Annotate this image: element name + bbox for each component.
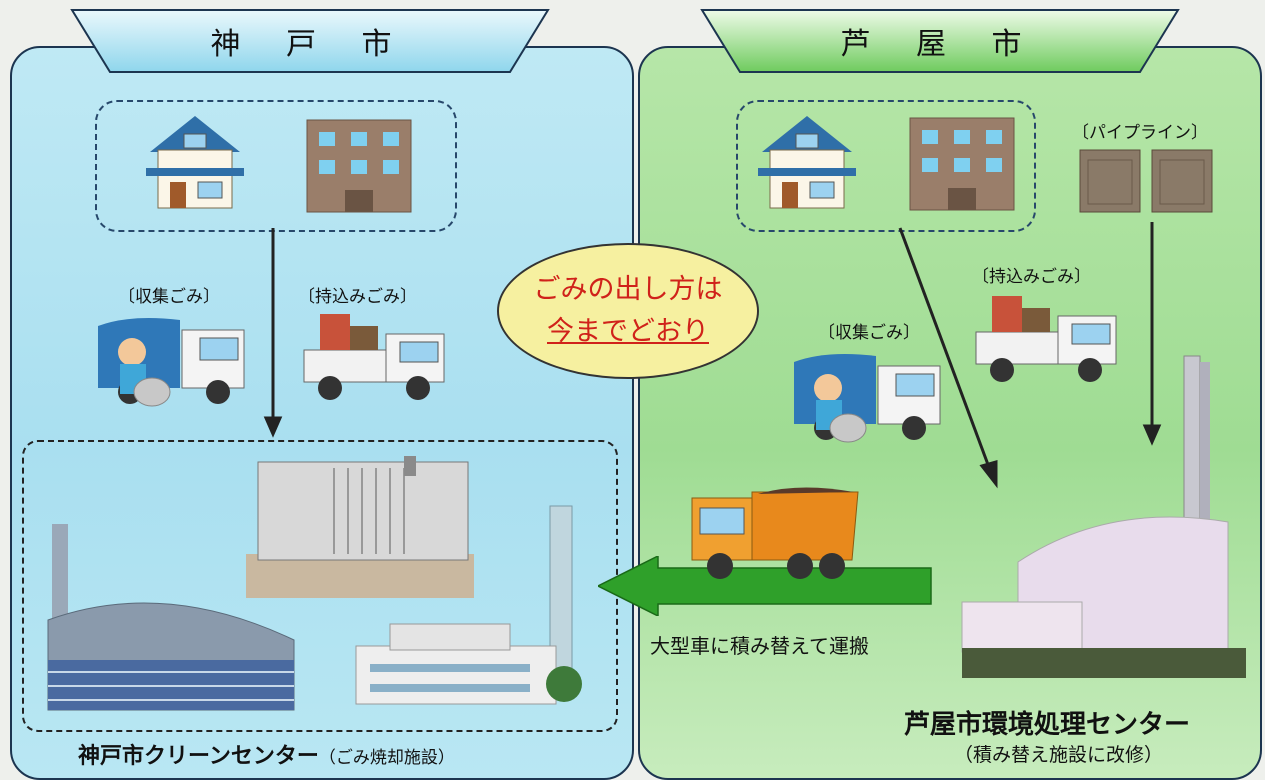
house-icon — [146, 116, 244, 209]
kobe-sources-group — [95, 100, 457, 232]
ashiya-center-name: 芦屋市環境処理センター — [904, 710, 1191, 740]
notice-line2: 今までどおり — [547, 316, 709, 347]
ashiya-collect-label: 〔収集ごみ〕 — [818, 323, 920, 343]
ashiya-title-tab: 芦 屋 市 — [700, 8, 1180, 74]
kobe-center-caption: 神戸市クリーンセンター（ごみ焼却施設） — [78, 738, 455, 770]
apartment-icon — [306, 119, 412, 213]
pickup-truck-icon — [975, 296, 1117, 382]
kobe-collect-label: 〔収集ごみ〕 — [118, 287, 220, 307]
arrow-left-icon — [598, 556, 932, 616]
ashiya-center-sub: （積み替え施設に改修） — [954, 744, 1164, 766]
pickup-truck-icon — [303, 314, 445, 400]
incinerator-facility-icon — [246, 456, 474, 598]
kobe-title-tab: 神 戸 市 — [70, 8, 550, 74]
incinerator-facility-icon — [355, 505, 582, 705]
pipeline-label: 〔パイプライン〕 — [1072, 123, 1208, 143]
dump-truck-icon — [691, 487, 859, 579]
kobe-title: 神 戸 市 — [210, 27, 410, 62]
kobe-carry-label: 〔持込みごみ〕 — [298, 287, 417, 307]
house-icon — [758, 116, 856, 209]
ashiya-sources-group — [736, 100, 1036, 232]
garbage-truck-icon — [794, 354, 941, 443]
pipeline-unit-icon — [1079, 149, 1213, 213]
garbage-truck-icon — [98, 318, 245, 407]
apartment-icon — [909, 117, 1015, 211]
ashiya-title: 芦 屋 市 — [840, 27, 1040, 62]
transfer-facility-icon — [961, 355, 1246, 678]
incinerator-facility-icon — [47, 524, 295, 711]
notice-bubble: ごみの出し方は 今までどおり — [497, 243, 759, 379]
notice-line1: ごみの出し方は — [533, 274, 723, 305]
transfer-label: 大型車に積み替えて運搬 — [650, 634, 869, 658]
ashiya-carry-label: 〔持込みごみ〕 — [972, 267, 1091, 287]
kobe-center-name: 神戸市クリーンセンター — [78, 744, 319, 769]
kobe-center-sub: （ごみ焼却施設） — [318, 748, 455, 768]
